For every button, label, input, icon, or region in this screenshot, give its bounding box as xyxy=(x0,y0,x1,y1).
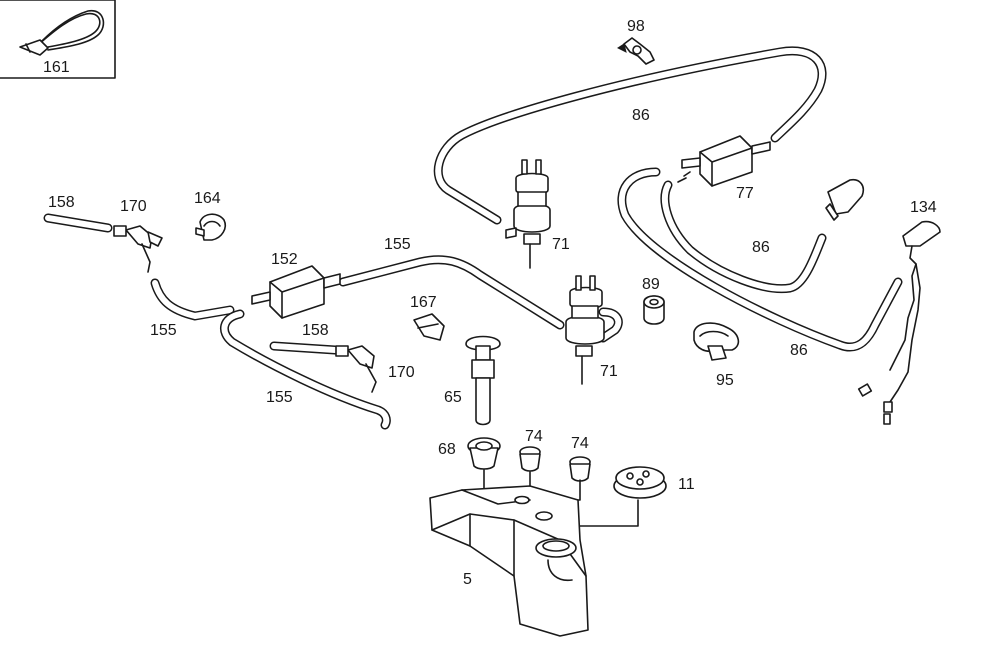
hose-155-lower xyxy=(220,309,391,430)
check-valve-152 xyxy=(251,265,341,319)
label-155-left: 155 xyxy=(150,322,177,339)
cable-tie-161 xyxy=(19,10,105,56)
nozzle-cap xyxy=(825,178,865,221)
washer-nozzle-170-upper xyxy=(113,225,163,273)
grommet-89 xyxy=(643,295,665,325)
suction-tube-65 xyxy=(465,335,501,426)
label-86-middle: 86 xyxy=(752,239,770,256)
clip-167 xyxy=(413,313,445,341)
label-170-upper: 170 xyxy=(120,198,147,215)
hose-158-left xyxy=(43,213,113,233)
label-95: 95 xyxy=(716,372,734,389)
label-71-upper: 71 xyxy=(552,236,570,253)
part-labels: 161 98 86 77 134 158 170 164 86 155 71 1… xyxy=(43,18,937,588)
label-158-middle: 158 xyxy=(302,322,329,339)
label-155-upper: 155 xyxy=(384,236,411,253)
check-valve-77 xyxy=(677,135,771,187)
hose-155-left xyxy=(150,278,235,321)
label-77: 77 xyxy=(736,185,754,202)
grommet-74-right xyxy=(569,456,591,482)
hose-155-upper xyxy=(338,255,565,330)
hose-86-upper xyxy=(433,46,827,225)
label-86-lower: 86 xyxy=(790,342,808,359)
hose-158-middle xyxy=(269,341,340,355)
clip-98 xyxy=(617,37,655,65)
label-170-lower: 170 xyxy=(388,364,415,381)
label-155-lower: 155 xyxy=(266,389,293,406)
label-161: 161 xyxy=(43,59,70,76)
label-89: 89 xyxy=(642,276,660,293)
inset-box-161 xyxy=(0,0,116,79)
grommet-68 xyxy=(467,437,501,470)
label-74-right: 74 xyxy=(571,435,589,452)
label-98: 98 xyxy=(627,18,645,35)
hose-86-middle xyxy=(660,180,827,294)
label-71-lower: 71 xyxy=(600,363,618,380)
washer-reservoir-5 xyxy=(429,485,589,637)
label-167: 167 xyxy=(410,294,437,311)
clip-164 xyxy=(195,213,227,241)
label-164: 164 xyxy=(194,190,221,207)
washer-pump-71-lower xyxy=(565,275,605,385)
washer-nozzle-170-lower xyxy=(335,345,377,393)
label-65: 65 xyxy=(444,389,462,406)
label-74-left: 74 xyxy=(525,428,543,445)
grommet-74-left xyxy=(519,446,541,472)
label-152: 152 xyxy=(271,251,298,268)
label-158-left: 158 xyxy=(48,194,75,211)
label-68: 68 xyxy=(438,441,456,458)
heated-nozzle-134 xyxy=(857,220,941,425)
clip-95 xyxy=(693,322,740,361)
hose-pump-71-loop xyxy=(598,307,623,343)
washer-pump-71-upper xyxy=(505,159,551,269)
filler-cap-11 xyxy=(613,466,667,499)
label-5: 5 xyxy=(463,571,472,588)
hose-86-lower xyxy=(617,167,903,352)
label-11: 11 xyxy=(678,476,695,493)
label-86-top: 86 xyxy=(632,107,650,124)
label-134: 134 xyxy=(910,199,937,216)
